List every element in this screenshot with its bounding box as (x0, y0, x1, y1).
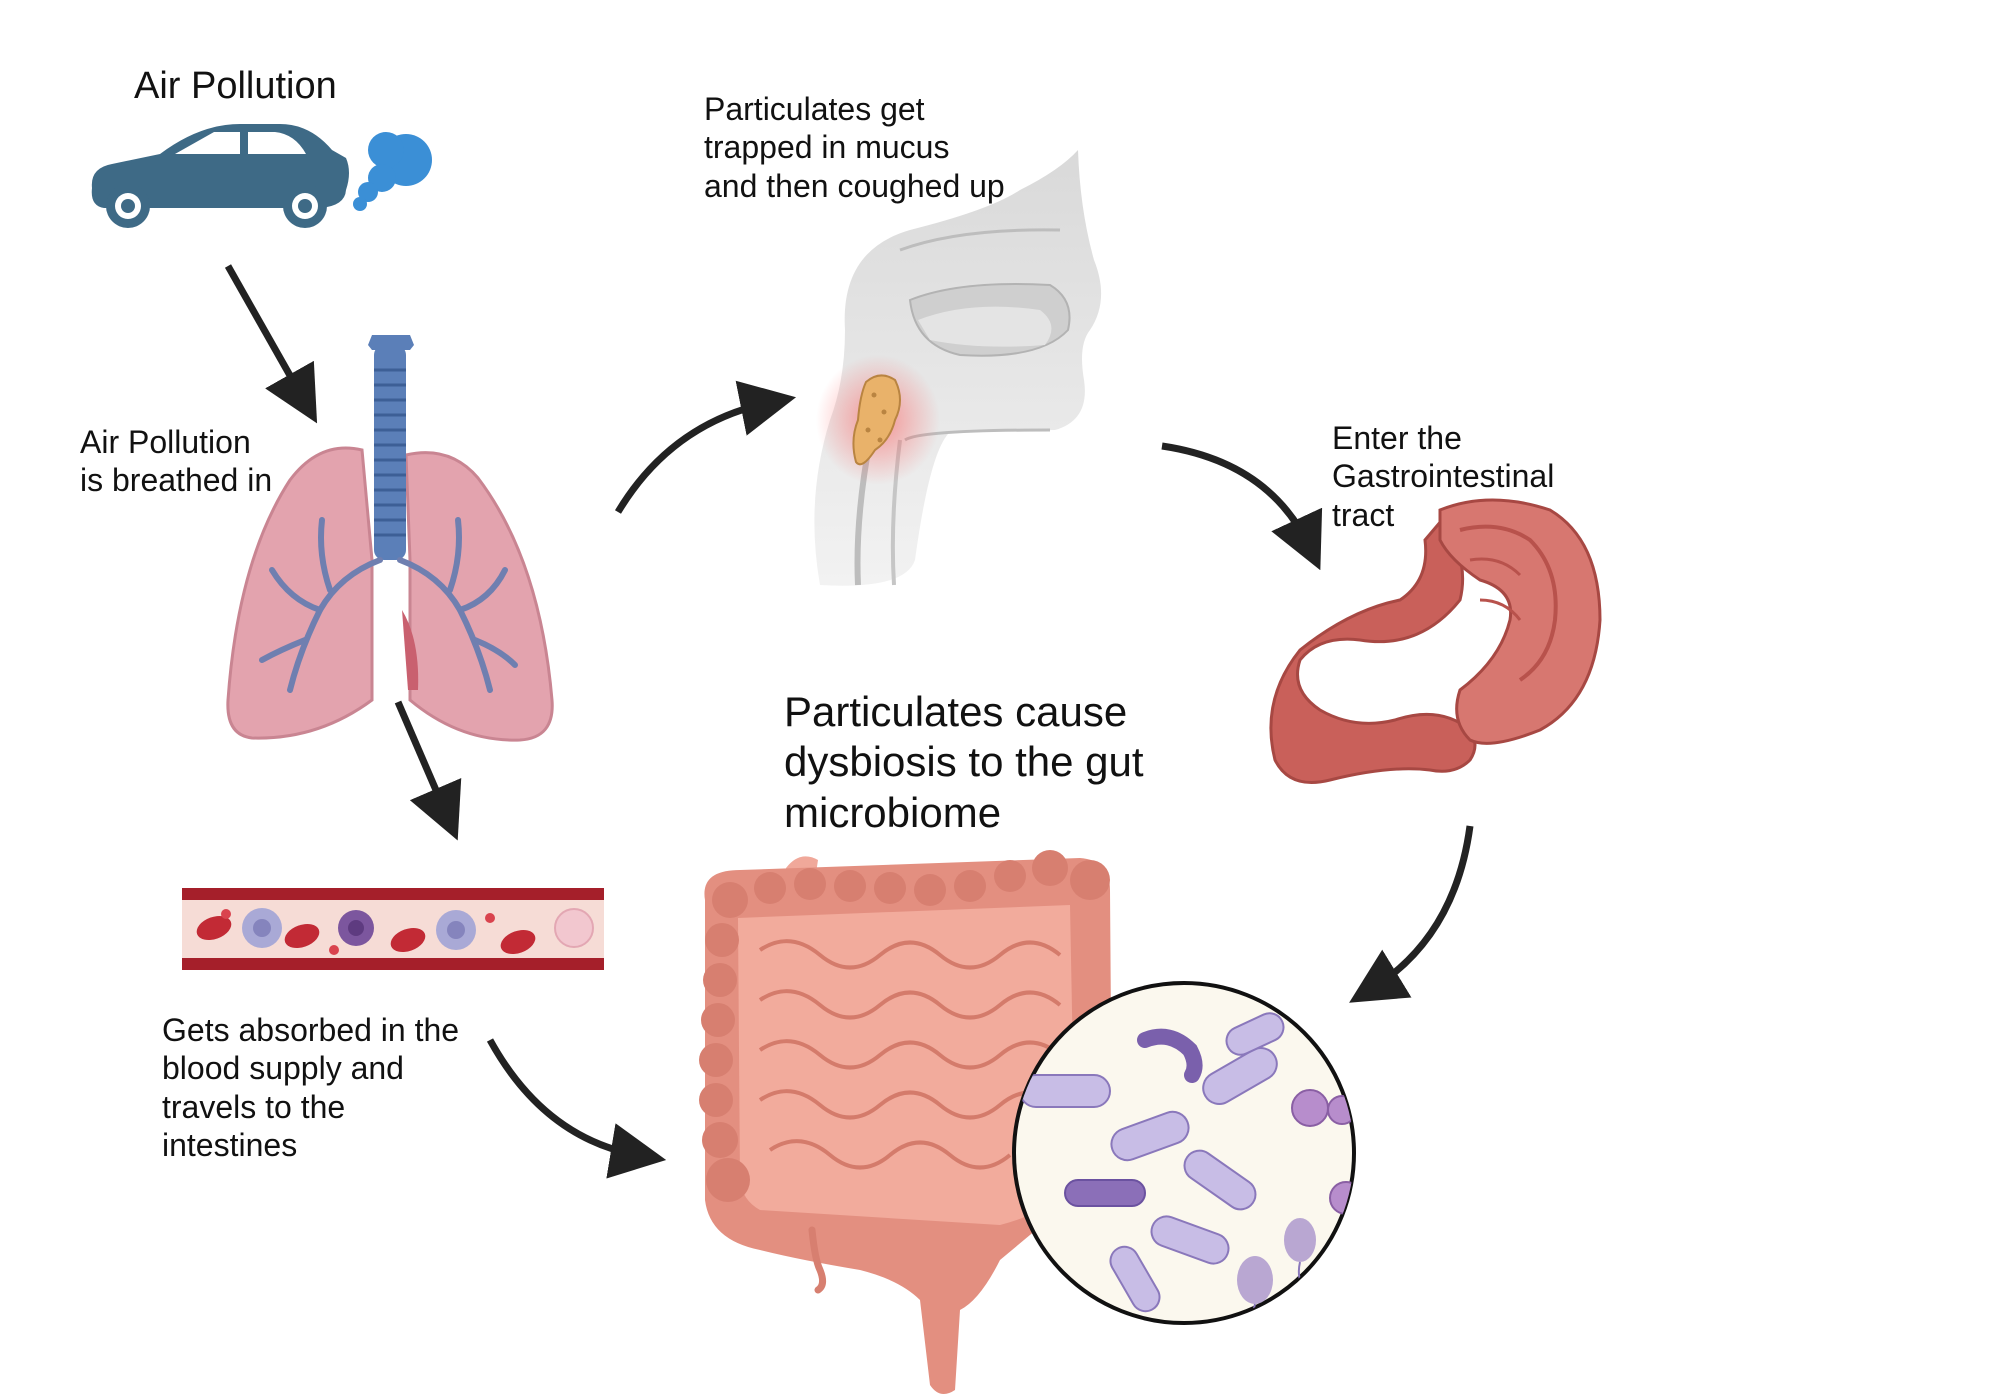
mucus-label: Particulates get trapped in mucus and th… (704, 91, 1005, 204)
dysbiosis-label: Particulates cause dysbiosis to the gut … (784, 688, 1144, 836)
arrow-stomach-to-microbiome (1349, 825, 1474, 1003)
arrow-car-to-lungs (224, 264, 318, 424)
microbiome-bacteria-icon (1012, 981, 1356, 1325)
blood-supply-label: Gets absorbed in the blood supply and tr… (162, 1012, 460, 1164)
exhaust-cloud-icon (353, 132, 432, 211)
stomach-icon (1269, 498, 1602, 784)
intestines-icon (699, 850, 1112, 1394)
lungs-icon (226, 335, 554, 742)
arrows (224, 264, 1474, 1179)
arrow-lungs-to-throat (614, 380, 797, 514)
air-pollution-title: Air Pollution (134, 65, 337, 107)
gi-tract-label: Enter the Gastrointestinal tract (1332, 420, 1555, 533)
blood-vessel-icon (182, 888, 604, 970)
breathed-in-label: Air Pollution is breathed in (80, 424, 273, 499)
arrow-blood-to-intestines (486, 1038, 667, 1179)
head-cross-section-icon (814, 150, 1102, 586)
arrow-lungs-to-blood (394, 700, 462, 841)
car-icon (91, 124, 349, 228)
arrow-throat-to-stomach (1161, 442, 1323, 571)
